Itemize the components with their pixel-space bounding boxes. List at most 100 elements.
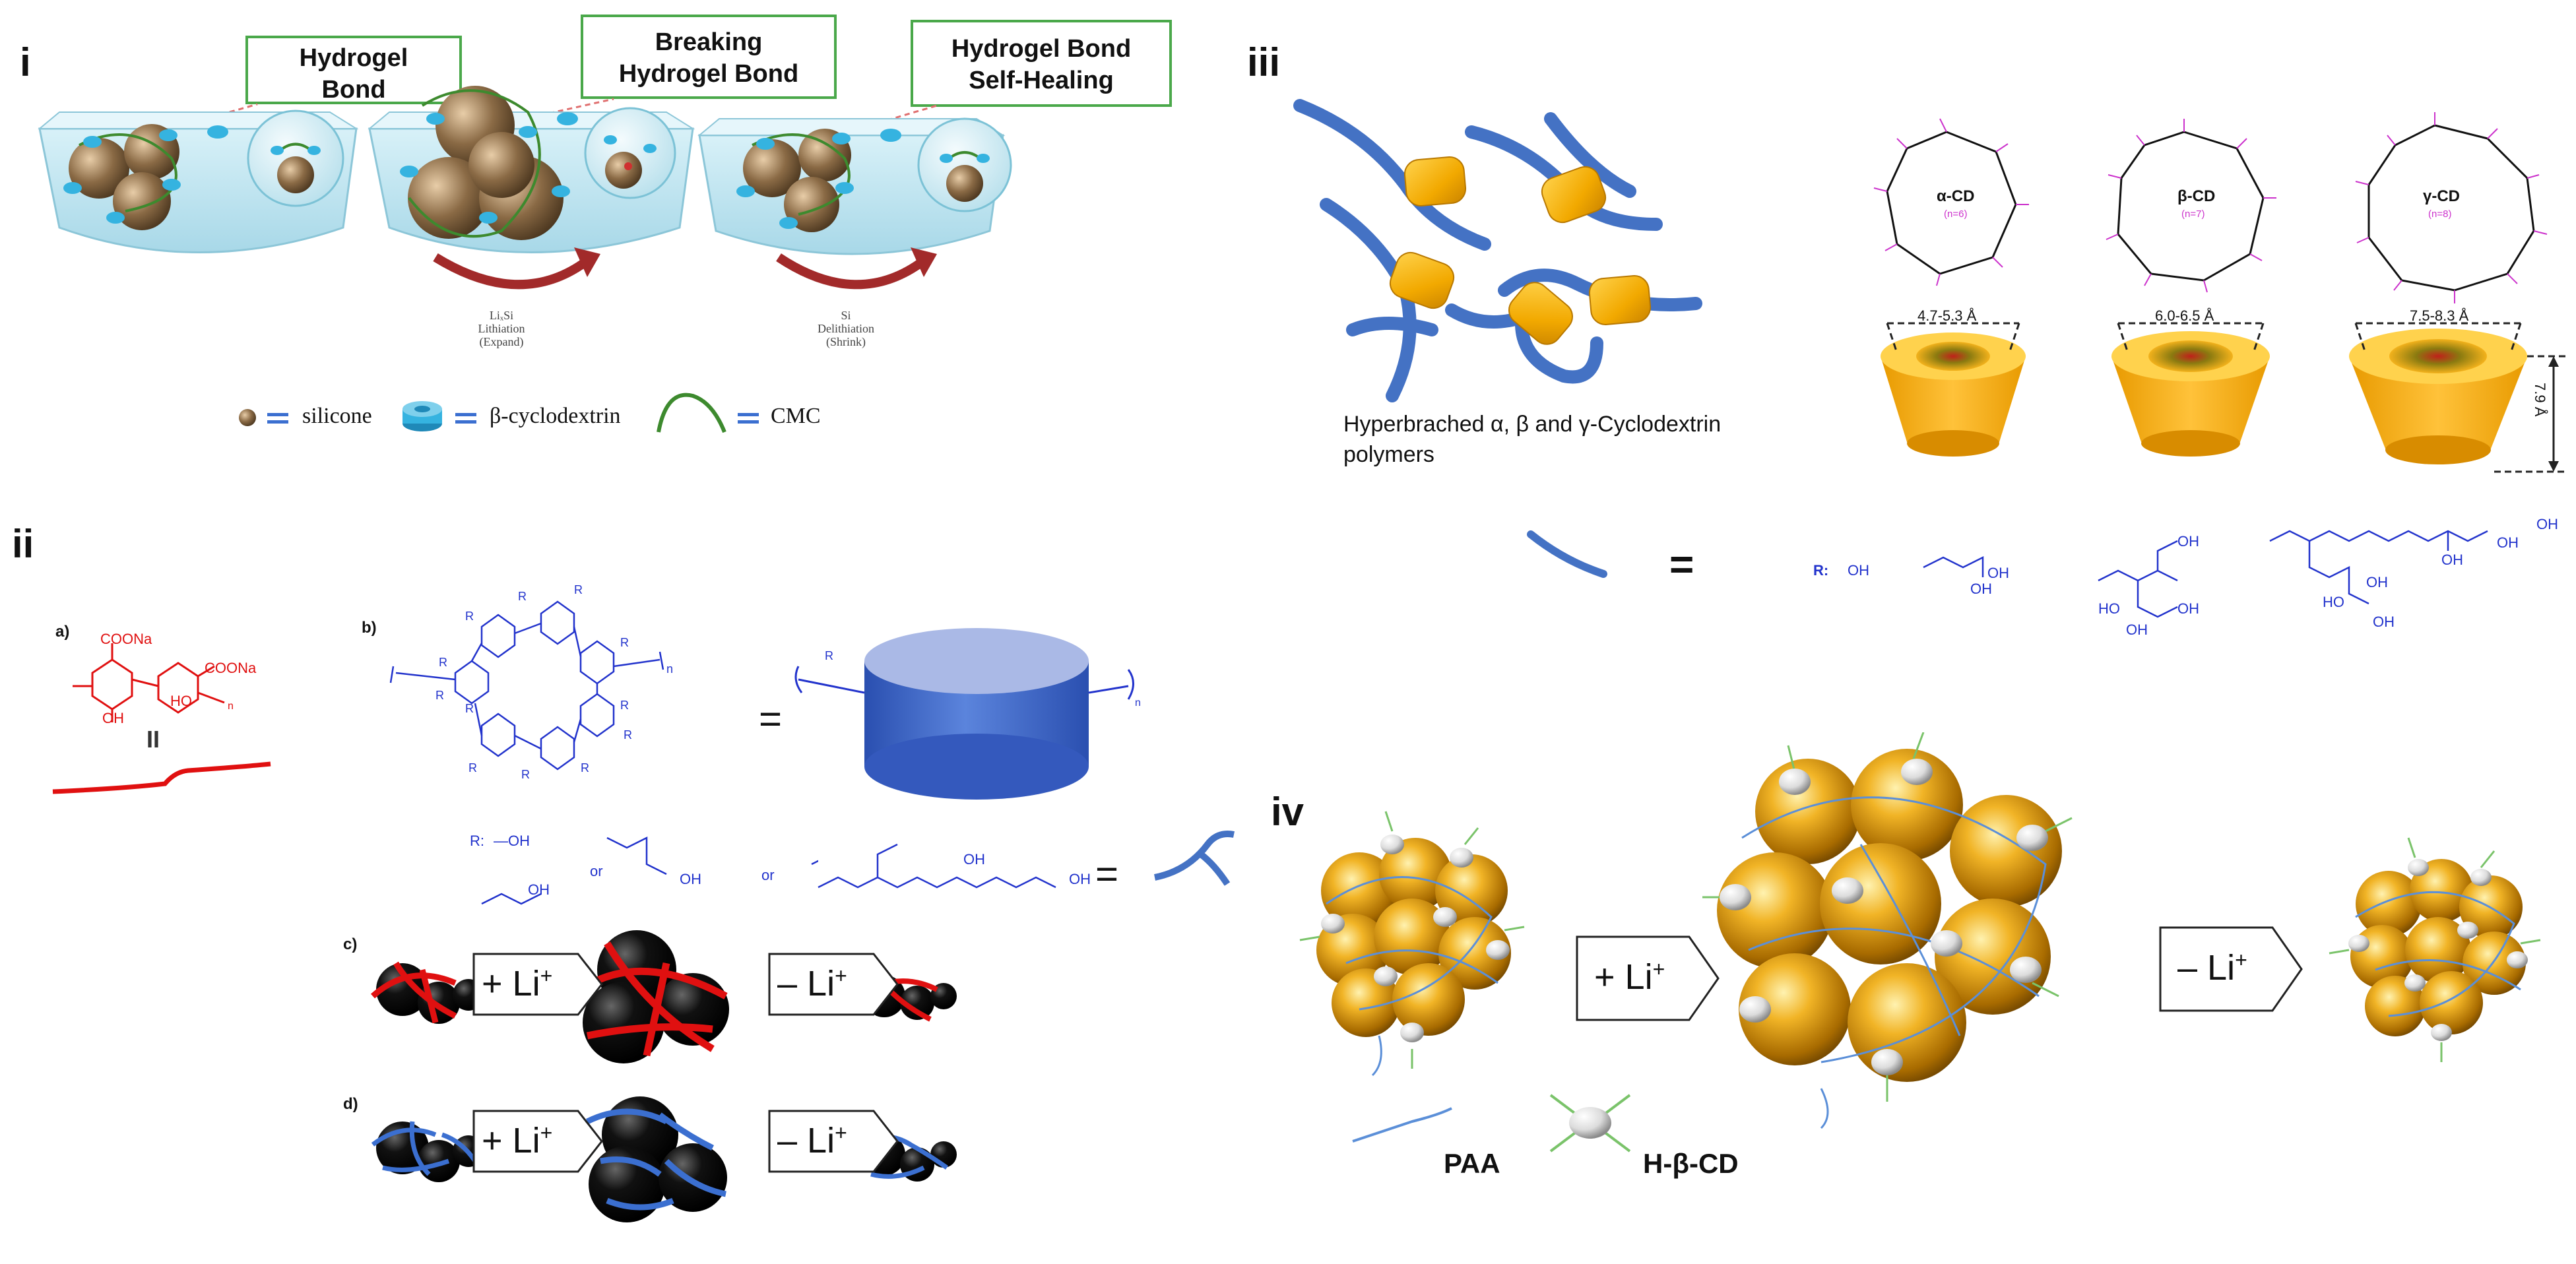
delithiation-line: (Shrink) bbox=[826, 335, 866, 348]
callout-line: Self-Healing bbox=[969, 67, 1114, 94]
cluster-expanded bbox=[1702, 732, 2073, 1129]
iii-group-oh-10: OH bbox=[2373, 614, 2395, 630]
cmc-chain-symbol bbox=[52, 761, 271, 794]
iii-group-oh-2: OH bbox=[1987, 565, 2009, 581]
iii-group-oh-11: OH bbox=[2366, 574, 2388, 590]
lithiation-label: LiₓSi Lithiation (Expand) bbox=[462, 309, 541, 348]
b-group-oh-3: OH bbox=[680, 871, 701, 887]
group-oh: OH bbox=[102, 710, 124, 726]
cmc-symbol-label: II bbox=[146, 726, 160, 753]
group-ho: HO bbox=[170, 693, 192, 709]
b-r-label: R: bbox=[470, 833, 484, 849]
beta-cd-cone bbox=[2111, 331, 2270, 457]
b-branch-groups bbox=[481, 836, 818, 905]
svg-text:R: R bbox=[465, 702, 474, 715]
iii-group-oh-1: OH bbox=[1848, 562, 1869, 579]
lithiation-line: LiₓSi bbox=[489, 309, 514, 322]
gamma-cd-size: 7.5-8.3 Å bbox=[2410, 307, 2469, 324]
b-group-oh-4: OH bbox=[963, 851, 985, 868]
callout-breaking-hydrogel-bond: Breaking Hydrogel Bond bbox=[581, 15, 837, 99]
svg-text:R: R bbox=[624, 728, 632, 742]
hbcd-icon bbox=[1549, 1094, 1631, 1153]
cd-height: 7.9 Å bbox=[2532, 383, 2548, 417]
legend-cmc: CMC bbox=[771, 404, 821, 428]
cd-ring-structures bbox=[1873, 112, 2567, 473]
alpha-cd-name: α-CD bbox=[1937, 187, 1975, 205]
sublabel-c: c) bbox=[343, 935, 358, 953]
callout-line: Bond bbox=[321, 76, 386, 104]
callout-hydrogel-bond-self-healing: Hydrogel Bond Self-Healing bbox=[911, 20, 1172, 107]
legend-paa: PAA bbox=[1444, 1148, 1500, 1179]
paa-icon bbox=[1352, 1107, 1452, 1143]
subscript-n: n bbox=[228, 701, 234, 712]
d-state-2 bbox=[585, 1096, 727, 1222]
iii-equals: = bbox=[1669, 540, 1694, 588]
panel-label-iii: iii bbox=[1247, 40, 1281, 84]
iii-group-ho-1: HO bbox=[2098, 600, 2120, 617]
svg-text:R: R bbox=[468, 761, 477, 774]
b-group-oh: —OH bbox=[494, 833, 530, 849]
delithiation-label: Si Delithiation (Shrink) bbox=[806, 309, 886, 348]
silicone-icon bbox=[239, 409, 256, 426]
sublabel-a: a) bbox=[55, 623, 70, 641]
arrow-iv-lithiation: + Li+ bbox=[1576, 935, 1721, 1021]
arrow-iv-lithiation-label: + Li+ bbox=[1594, 957, 1665, 997]
gamma-cd-n: (n=8) bbox=[2428, 208, 2452, 220]
arrow-c-lithiation-label: + Li+ bbox=[482, 964, 553, 1003]
arrow-c-delithiation: – Li+ bbox=[768, 953, 900, 1016]
panel-label-iv: iv bbox=[1271, 790, 1304, 834]
callout-line: Hydrogel bbox=[299, 44, 408, 72]
cmc-structure bbox=[73, 643, 225, 722]
svg-text:R: R bbox=[465, 610, 474, 623]
cluster-small-2 bbox=[2329, 837, 2541, 1062]
cyclodextrin-icon bbox=[402, 401, 442, 431]
svg-text:R: R bbox=[581, 761, 589, 774]
iii-r-label: R: bbox=[1813, 562, 1829, 579]
iii-group-oh-3: OH bbox=[1970, 581, 1992, 597]
b-group-oh-5: OH bbox=[1069, 871, 1091, 887]
gamma-cd-cone bbox=[2349, 329, 2527, 464]
panel-i-illustration bbox=[38, 86, 1012, 433]
callout-line: Breaking bbox=[655, 28, 763, 56]
legend-silicone: silicone bbox=[302, 404, 372, 428]
panel-iv-illustration bbox=[1299, 732, 2541, 1153]
c-state-2 bbox=[578, 930, 729, 1063]
arrow-d-lithiation: + Li+ bbox=[472, 1110, 604, 1173]
svg-text:R: R bbox=[521, 768, 530, 781]
beta-cd-name: β-CD bbox=[2177, 187, 2216, 205]
arrow-d-delithiation-label: – Li+ bbox=[777, 1121, 847, 1160]
callout-line: Hydrogel Bond bbox=[951, 35, 1132, 63]
panel-label-i: i bbox=[20, 40, 31, 84]
b-group-or-2: or bbox=[761, 867, 775, 883]
alpha-cd-n: (n=6) bbox=[1944, 208, 1968, 220]
svg-text:R: R bbox=[825, 649, 833, 662]
arrow-iv-delithiation: – Li+ bbox=[2159, 926, 2304, 1012]
sublabel-d: d) bbox=[343, 1095, 358, 1113]
group-coona-2: COONa bbox=[205, 660, 257, 676]
cluster-small-1 bbox=[1299, 811, 1525, 1077]
alpha-cd-size: 4.7-5.3 Å bbox=[1917, 307, 1977, 324]
callout-hydrogel-bond: Hydrogel Bond bbox=[245, 36, 462, 104]
iii-group-oh-4: OH bbox=[2177, 533, 2199, 550]
b-group-or-1: or bbox=[590, 863, 603, 879]
sublabel-b: b) bbox=[362, 619, 377, 637]
delithiation-line: Delithiation bbox=[818, 322, 874, 335]
lithiation-line: Lithiation bbox=[478, 322, 525, 335]
svg-text:R: R bbox=[435, 689, 444, 702]
iii-group-oh-7: OH bbox=[2497, 534, 2519, 551]
delithiation-line: Si bbox=[841, 309, 851, 322]
arrow-iv-delithiation-label: – Li+ bbox=[2177, 948, 2247, 988]
iii-group-oh-9: OH bbox=[2441, 552, 2463, 568]
caption-line: polymers bbox=[1343, 442, 1434, 467]
svg-text:R: R bbox=[518, 590, 527, 603]
arrow-c-lithiation: + Li+ bbox=[472, 953, 604, 1016]
cd-cylinder: R n bbox=[794, 628, 1141, 800]
cmc-icon bbox=[657, 393, 726, 433]
iii-group-ho-2: HO bbox=[2323, 594, 2344, 610]
b-group-oh-2: OH bbox=[528, 881, 550, 898]
svg-text:R: R bbox=[620, 699, 629, 712]
cd-chain-symbol-iii bbox=[1527, 530, 1607, 578]
arrow-c-delithiation-label: – Li+ bbox=[777, 964, 847, 1003]
hyperbranched-caption: Hyperbrached α, β and γ-Cyclodextrin pol… bbox=[1343, 409, 1721, 470]
